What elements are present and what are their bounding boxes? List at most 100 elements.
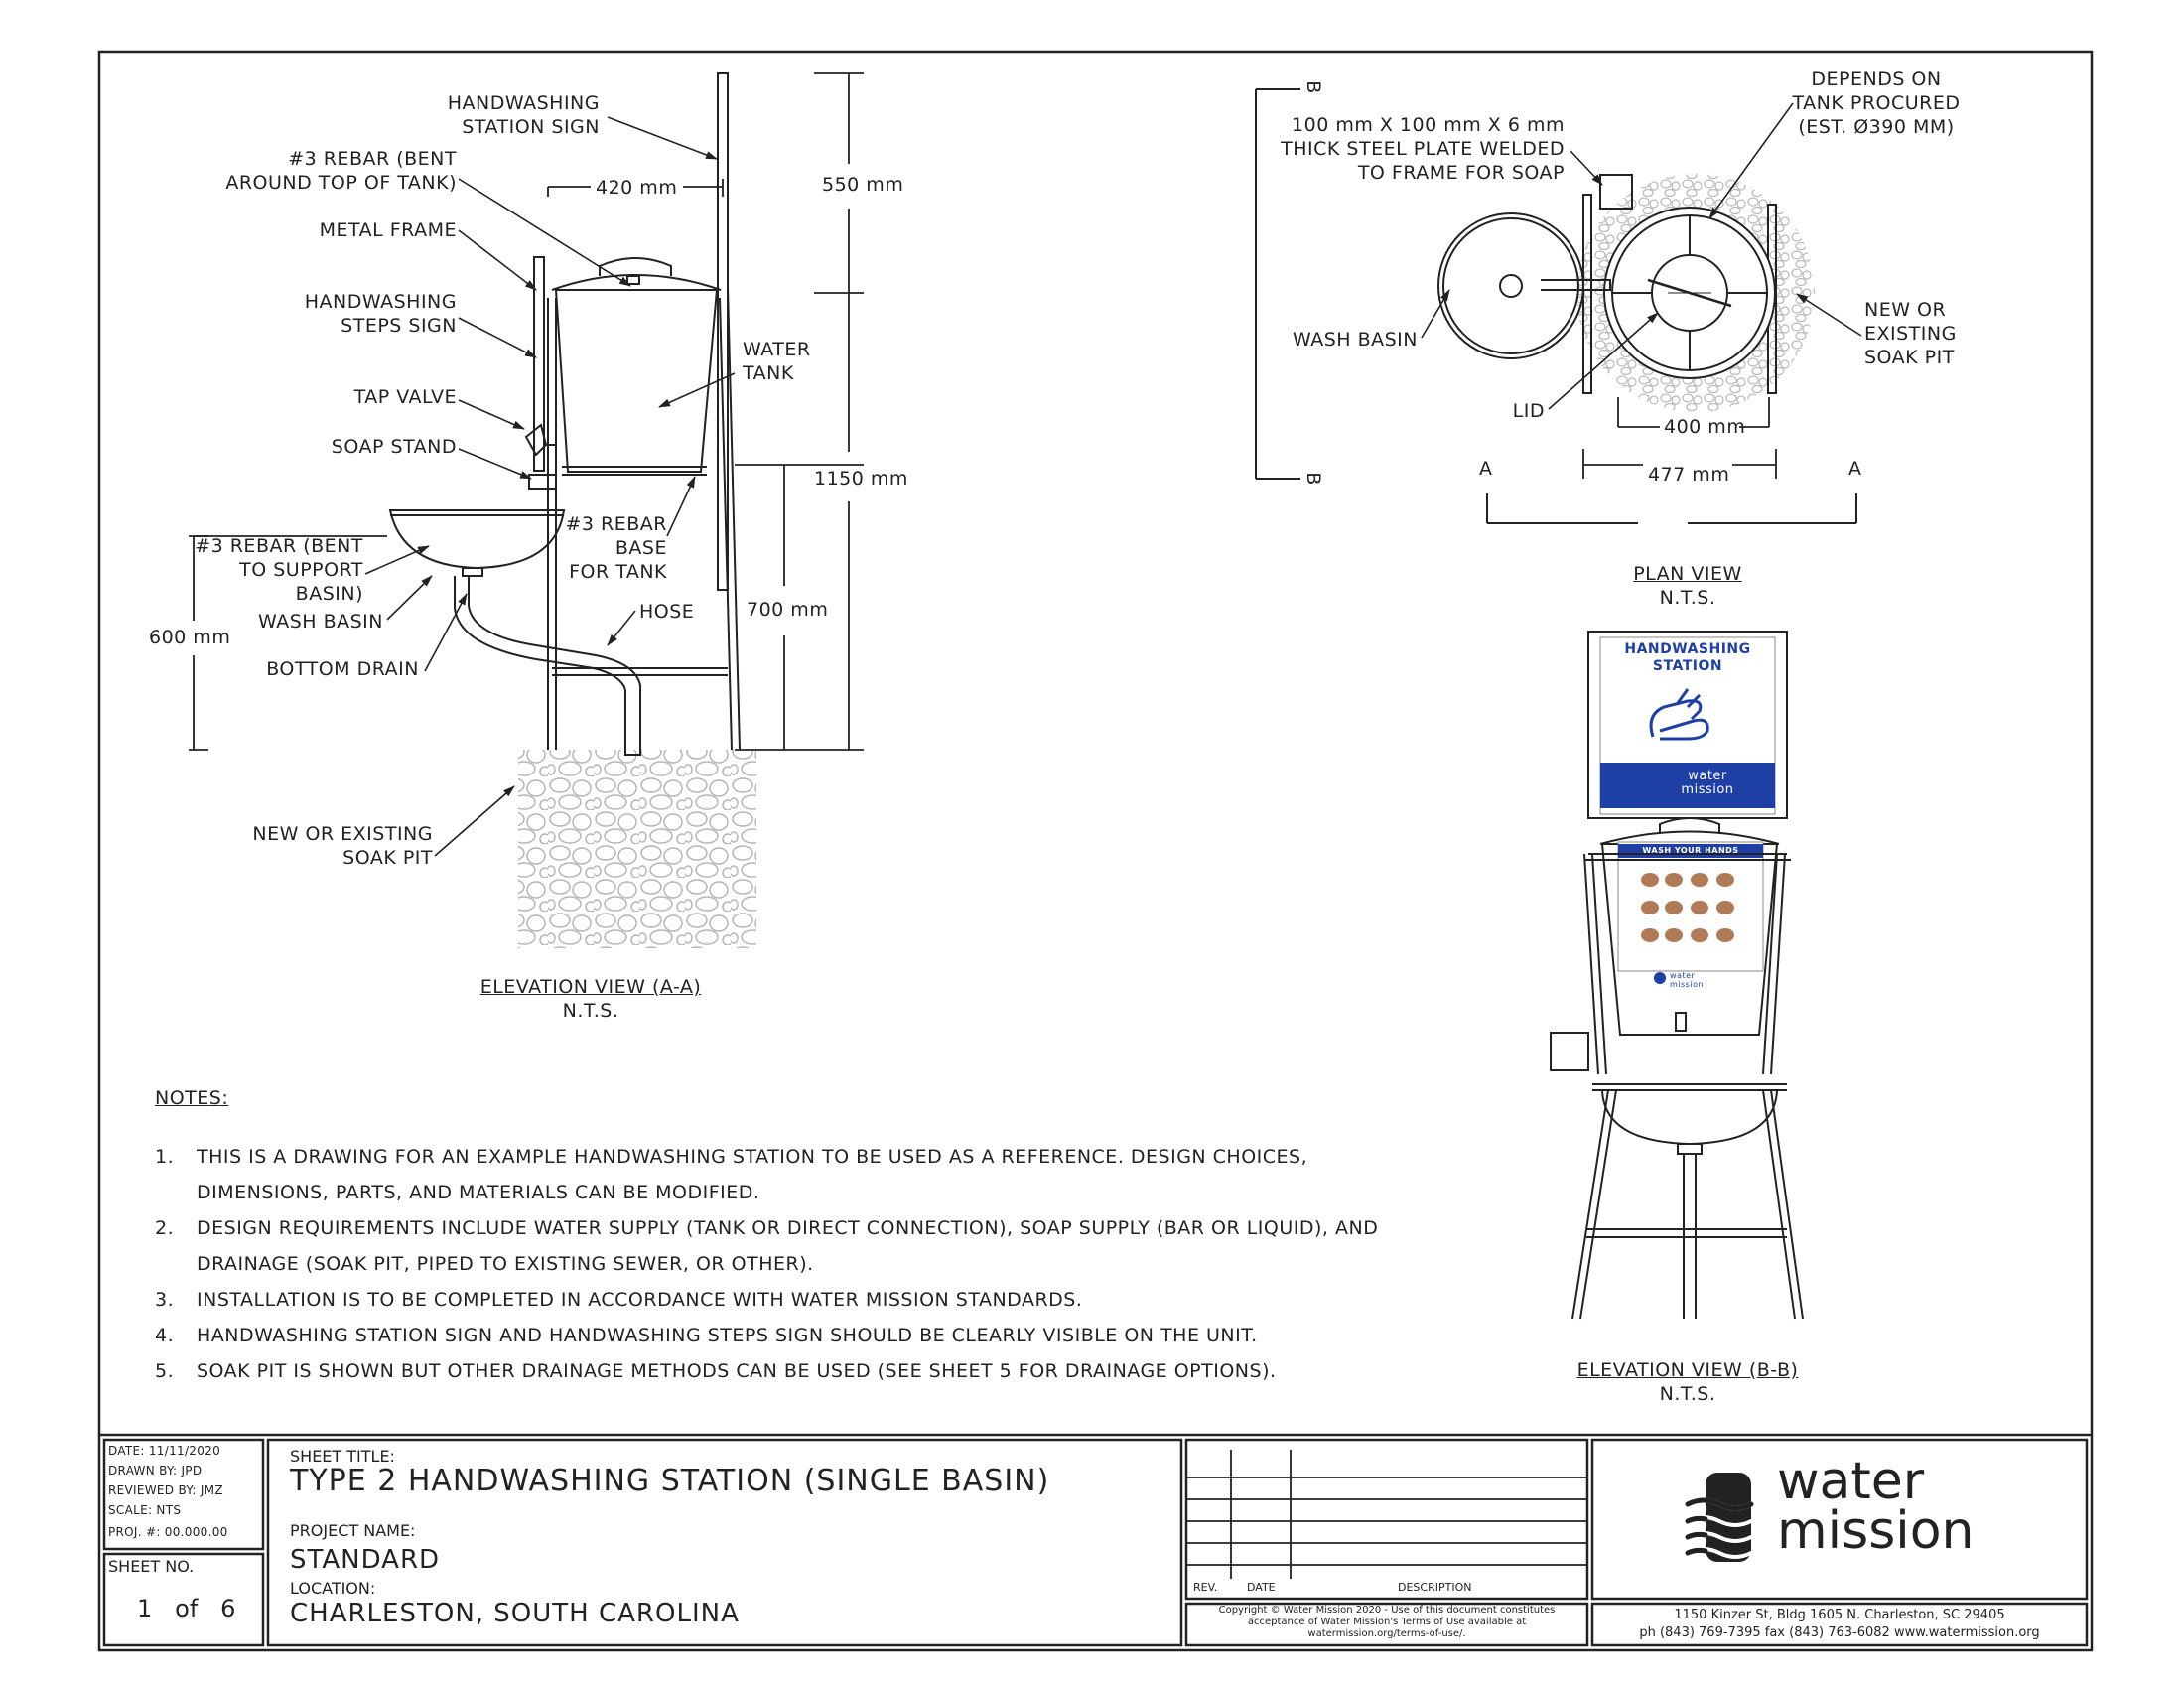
- tb-project-label: PROJECT NAME:: [290, 1521, 416, 1540]
- note-5-text: SOAK PIT IS SHOWN BUT OTHER DRAINAGE MET…: [197, 1360, 1277, 1382]
- elevation-a-leaders: [364, 116, 736, 857]
- label-hose: HOSE: [639, 601, 695, 623]
- steps-sign-brand: water mission: [1670, 971, 1705, 989]
- plan-view-dimensions: [1582, 397, 1777, 479]
- elevation-a-dimensions: [189, 72, 864, 751]
- note-1: 1. THIS IS A DRAWING FOR AN EXAMPLE HANDW…: [155, 1146, 1307, 1168]
- station-sign-title: HANDWASHING STATION: [1624, 641, 1751, 674]
- hose: [454, 576, 641, 756]
- tb-reviewed-by: REVIEWED BY: JMZ: [108, 1483, 223, 1497]
- rev-col-description: DESCRIPTION: [1398, 1581, 1472, 1594]
- note-2-cont: DRAINAGE (SOAK PIT, PIPED TO EXISTING SE…: [197, 1253, 814, 1275]
- label-tap-valve: TAP VALVE: [353, 386, 457, 408]
- soap-stand-plate: [528, 474, 557, 490]
- front-soap-plate: [1550, 1032, 1589, 1071]
- note-4: 4. HANDWASHING STATION SIGN AND HANDWASHI…: [155, 1325, 1258, 1346]
- steps-sign-header: WASH YOUR HANDS: [1642, 846, 1739, 855]
- plan-view-scale: N.T.S.: [1659, 587, 1716, 609]
- metal-frame-bar: [533, 256, 545, 472]
- note-4-text: HANDWASHING STATION SIGN AND HANDWASHING…: [197, 1325, 1258, 1346]
- label-metal-frame: METAL FRAME: [319, 219, 457, 241]
- sheet-border: [97, 50, 2094, 1652]
- tb-sheet-no: 1 of 6: [137, 1595, 236, 1622]
- label-soak-pit: NEW OR EXISTING SOAK PIT: [252, 823, 433, 869]
- note-5-num: 5.: [155, 1360, 175, 1382]
- note-1-num: 1.: [155, 1146, 175, 1168]
- section-mark-b-top: B: [1301, 80, 1324, 94]
- tb-drawn-by: DRAWN BY: JPD: [108, 1464, 203, 1477]
- tb-scale: SCALE: NTS: [108, 1503, 182, 1517]
- note-3-num: 3.: [155, 1289, 175, 1311]
- plan-view-leaders: [1421, 102, 1862, 410]
- elevation-b-drawing: [1550, 631, 1804, 1320]
- note-4-num: 4.: [155, 1325, 175, 1346]
- tb-contact: ph (843) 769-7395 fax (843) 763-6082 www…: [1639, 1625, 2040, 1640]
- steps-hands-icons: [1641, 873, 1734, 942]
- tb-sheet-no-label: SHEET NO.: [108, 1557, 195, 1576]
- note-1-text: THIS IS A DRAWING FOR AN EXAMPLE HANDWAS…: [197, 1146, 1308, 1168]
- dim-600: 600 mm: [149, 627, 231, 648]
- note-2-num: 2.: [155, 1217, 175, 1239]
- hands-icon: [1649, 688, 1709, 741]
- station-sign-brand: water mission: [1681, 769, 1734, 797]
- label-rebar-top: #3 REBAR (BENT AROUND TOP OF TANK): [225, 148, 457, 194]
- elevation-a-title: ELEVATION VIEW (A-A): [479, 976, 702, 998]
- tb-copyright: Copyright © Water Mission 2020 - Use of …: [1218, 1605, 1556, 1639]
- dim-477: 477 mm: [1648, 464, 1730, 486]
- label-water-tank: WATER TANK: [743, 339, 811, 384]
- dim-700: 700 mm: [747, 599, 829, 621]
- tb-location: CHARLESTON, SOUTH CAROLINA: [290, 1599, 740, 1628]
- section-mark-a-left: A: [1479, 458, 1493, 480]
- section-mark-b-bottom: B: [1301, 472, 1324, 486]
- note-2-text: DESIGN REQUIREMENTS INCLUDE WATER SUPPLY…: [197, 1217, 1379, 1239]
- steps-sign-panel: [1617, 841, 1764, 972]
- note-2: 2. DESIGN REQUIREMENTS INCLUDE WATER SUPP…: [155, 1217, 1378, 1239]
- logo-text-water: water: [1777, 1452, 1925, 1511]
- tb-date: DATE: 11/11/2020: [108, 1444, 221, 1458]
- rev-col-date: DATE: [1247, 1581, 1276, 1594]
- note-1-cont: DIMENSIONS, PARTS, AND MATERIALS CAN BE …: [197, 1182, 760, 1203]
- note-3: 3. INSTALLATION IS TO BE COMPLETED IN ACC…: [155, 1289, 1082, 1311]
- section-mark-a-right: A: [1848, 458, 1862, 480]
- elevation-a-scale: N.T.S.: [562, 1000, 619, 1022]
- label-soap-stand: SOAP STAND: [331, 436, 457, 458]
- water-tank: [554, 289, 719, 473]
- dim-420: 420 mm: [596, 177, 678, 199]
- dim-550: 550 mm: [822, 174, 904, 196]
- tb-project-number: PROJ. #: 00.000.00: [108, 1525, 228, 1539]
- dim-1150: 1150 mm: [814, 468, 908, 490]
- elevation-b-title: ELEVATION VIEW (B-B): [1576, 1359, 1799, 1381]
- plan-wash-basin: [1437, 212, 1584, 359]
- label-rebar-basin: #3 REBAR (BENT TO SUPPORT BASIN): [195, 535, 363, 605]
- plan-view-drawing: [1255, 88, 1857, 524]
- label-plan-soak-pit: NEW OR EXISTING SOAK PIT: [1864, 299, 1957, 368]
- front-wash-basin: [1601, 1089, 1778, 1146]
- label-wash-basin: WASH BASIN: [257, 611, 383, 633]
- station-sign-brand-bar: [1600, 763, 1775, 808]
- sign-post: [717, 72, 729, 591]
- rev-col-rev: REV.: [1193, 1581, 1218, 1594]
- revision-table-grid: [1186, 1450, 1587, 1579]
- plan-view-title: PLAN VIEW: [1633, 563, 1742, 585]
- tank-lid: [599, 257, 672, 276]
- tb-location-label: LOCATION:: [290, 1579, 376, 1598]
- note-3-text: INSTALLATION IS TO BE COMPLETED IN ACCOR…: [197, 1289, 1083, 1311]
- notes-heading: NOTES:: [155, 1087, 229, 1109]
- tb-project: STANDARD: [290, 1545, 441, 1575]
- label-steps-sign: HANDWASHING STEPS SIGN: [304, 291, 457, 337]
- label-rebar-base: #3 REBAR BASE FOR TANK: [565, 513, 667, 583]
- label-station-sign: HANDWASHING STATION SIGN: [447, 92, 600, 138]
- label-depends-on-tank: DEPENDS ON TANK PROCURED (EST. Ø390 mm): [1792, 69, 1961, 138]
- label-bottom-drain: BOTTOM DRAIN: [266, 658, 419, 680]
- soak-pit-gravel: [518, 750, 756, 948]
- tb-address: 1150 Kinzer St, Bldg 1605 N. Charleston,…: [1674, 1608, 2005, 1622]
- plan-soap-plate: [1599, 174, 1633, 210]
- note-5: 5. SOAK PIT IS SHOWN BUT OTHER DRAINAGE M…: [155, 1360, 1277, 1382]
- title-block-frame: [102, 1438, 2089, 1647]
- label-lid: LID: [1512, 400, 1545, 422]
- elevation-b-scale: N.T.S.: [1659, 1383, 1716, 1405]
- logo-text-mission: mission: [1777, 1501, 1975, 1561]
- tb-sheet-title-label: SHEET TITLE:: [290, 1447, 395, 1466]
- elevation-a-drawing: [388, 72, 756, 948]
